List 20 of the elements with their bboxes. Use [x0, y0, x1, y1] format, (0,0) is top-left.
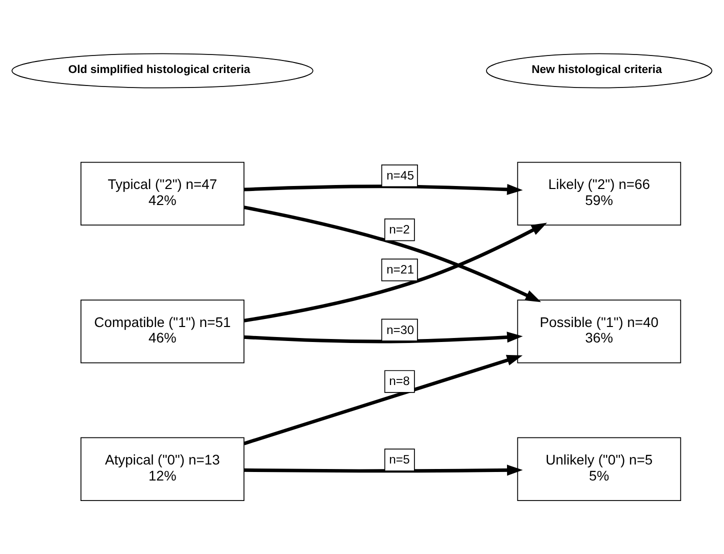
- arrow: [244, 206, 542, 302]
- node-box: Typical ("2") n=47 42%: [80, 162, 244, 226]
- node-ellipse: New histological criteria: [486, 53, 712, 88]
- edge-label: n=8: [389, 374, 410, 388]
- node-ellipse: Old simplified histological criteria: [12, 53, 314, 88]
- edge-label: n=45: [386, 168, 414, 182]
- node-box: Likely ("2") n=66 59%: [517, 162, 682, 226]
- edge-label: n=30: [386, 322, 414, 337]
- edge-label: n=5: [389, 452, 410, 467]
- arrow: [244, 354, 523, 446]
- node-box: Compatible ("1") n=51 46%: [80, 300, 244, 364]
- node-box: Possible ("1") n=40 36%: [517, 300, 682, 364]
- node-box: Atypical ("0") n=13 12%: [80, 437, 244, 501]
- arrow: [244, 184, 523, 195]
- arrow: [244, 332, 523, 344]
- node-box: Unlikely ("0") n=5 5%: [517, 437, 682, 501]
- edge-label: n=2: [389, 222, 410, 236]
- arrow: [244, 464, 523, 476]
- arrow: [244, 222, 548, 322]
- edge-label: n=21: [386, 262, 414, 277]
